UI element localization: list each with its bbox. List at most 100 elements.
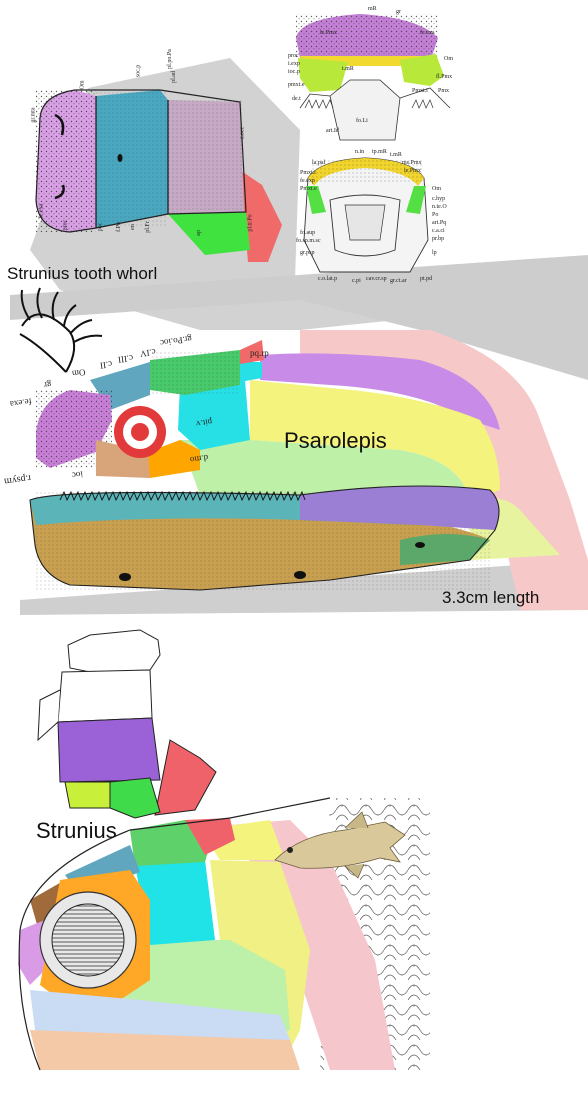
label-pl-tr-po: pl.tr.Po	[247, 214, 254, 232]
palate-green-right	[400, 54, 444, 86]
label-tp-mr: tp.mR	[372, 149, 387, 155]
label-om-top: Om	[79, 80, 86, 90]
label-fe-exp: fe.exp	[300, 178, 315, 184]
skull-roof-snout-dots	[36, 90, 96, 232]
label-gr-palate: gr	[396, 9, 401, 15]
strunius-roof-red	[154, 739, 217, 816]
palate-premaxilla-dots	[296, 14, 438, 58]
strunius-cyan-block	[135, 860, 215, 945]
psarolepis-yellow-band	[250, 380, 500, 500]
label-fo-sp-m-sc: fo.sp.m.sc	[296, 238, 321, 244]
psarolepis-diagram	[29, 330, 588, 610]
psarolepis-skull-roof-dots	[150, 350, 240, 395]
label-le-pmx-brain: le.Pmx	[404, 168, 421, 174]
psarolepis-red-piece	[240, 340, 264, 364]
label-cav-cr-sp: cav.cr.sp	[366, 276, 387, 282]
palate-diagram	[296, 14, 451, 141]
label-c-hyp: c.hyp	[432, 196, 446, 202]
strunius-head-diagram	[18, 797, 430, 1071]
label-pmxt-e-brain: Pmxt.e	[300, 186, 317, 192]
strunius-orbit	[51, 903, 125, 977]
psarolepis-teeth	[59, 490, 306, 502]
palate-green-left	[298, 58, 348, 92]
psarolepis-jaw-purple	[300, 486, 499, 530]
label-pmx: Pmx	[438, 88, 450, 94]
label-po-brain: Po	[432, 212, 439, 218]
label-soc-p: soc.p	[135, 64, 142, 78]
label-ioc-p: ioc.p	[288, 69, 300, 75]
label-pt-pd: pt.pd	[420, 276, 433, 282]
label-n-in: n.in	[355, 149, 365, 155]
strunius-roof-green	[109, 777, 161, 819]
psarolepis-cyan-block	[178, 380, 250, 450]
gray-background-band	[10, 255, 588, 380]
label-gr-psarolepis: gr	[43, 379, 53, 391]
braincase-green-right	[406, 186, 426, 214]
skull-roof-parietal-dots	[96, 92, 168, 226]
label-de-t: de.t	[292, 96, 301, 102]
label-gr-ct-ar: gr.ct.ar	[390, 278, 407, 284]
label-pmxt-e: pmxt.e	[288, 82, 305, 88]
strunius-roof-purple	[57, 717, 161, 783]
label-ms-pmx: ms.Pmx	[402, 160, 422, 166]
psarolepis-orange-suborbital	[148, 440, 200, 478]
label-om-brain: Om	[432, 186, 441, 192]
label-en: en	[129, 224, 136, 230]
label-fl-pmx: fl.Pmx	[436, 74, 453, 80]
label-pr-bp: pr.bp	[432, 236, 445, 242]
label-pmxt-i-palate: Pmxt.i	[412, 88, 428, 94]
label-fo-li: fo.Li	[356, 118, 368, 124]
length-label: 3.3cm length	[442, 588, 540, 607]
label-c-occ: c.occ	[239, 126, 246, 140]
psarolepis-jaw-green	[400, 534, 490, 565]
label-gr-psp: gr.psp	[300, 250, 315, 256]
label-la-pal: la.pal	[312, 160, 326, 166]
tooth-whorl-label: Strunius tooth whorl	[7, 264, 158, 283]
label-art-id: art.Id	[326, 128, 339, 134]
label-mr: mR	[368, 6, 377, 12]
label-ap: ap	[195, 230, 202, 236]
label-t-mr-brain: t.mR	[390, 152, 402, 158]
label-c-a-ci: c.a.ci	[432, 228, 445, 234]
skull-roof-postorbital-red	[240, 170, 282, 262]
label-proc-top: proc	[62, 219, 69, 231]
label-c-o-lat-p: c.o.lat.p	[318, 276, 338, 282]
label-i-exp: i.exp	[288, 61, 300, 67]
tooth-whorl-drawing	[19, 287, 103, 373]
label-le-pmx: le.Pmx	[320, 30, 337, 36]
label-om-palate: Om	[444, 56, 453, 62]
label-c-iii: c.III	[117, 352, 134, 366]
strunius-skull-roof-diagram	[37, 629, 217, 819]
label-pq-rp: pq.rp	[250, 348, 269, 358]
label-fo-aup: fo.aup	[300, 230, 316, 236]
psarolepis-label: Psarolepis	[284, 428, 387, 453]
label-n-te-o: n.te.O	[432, 204, 447, 210]
psarolepis-purple-band	[260, 353, 500, 430]
braincase-green-left	[306, 186, 326, 214]
braincase-rim-dots	[310, 158, 422, 184]
label-poc: poc	[97, 222, 104, 232]
skull-roof-postparietal-dots	[168, 100, 244, 214]
skull-roof-pineal-opening	[117, 154, 123, 162]
label-pl-ad: pl.ad	[170, 71, 177, 83]
label-om-psarolepis: Om	[71, 367, 87, 379]
label-art-pq: art.Pq	[432, 220, 447, 226]
strunius-blue-maxilla	[30, 990, 290, 1045]
label-fe-exa-palate: fe.exa	[420, 30, 435, 36]
label-t-mr: t.mR	[342, 66, 354, 72]
label-proc-palate: proc	[288, 53, 299, 59]
skull-roof-diagram	[35, 89, 282, 262]
strunius-label: Strunius	[36, 818, 117, 843]
label-pl-fr: pl.Fr	[144, 221, 151, 233]
label-lp-right: lp	[432, 250, 437, 256]
label-ioc: ioc	[71, 469, 84, 481]
label-pl-po-pa: pl.po.Pa	[166, 49, 173, 69]
strunius-red-roof	[185, 818, 235, 855]
label-f-po: f.Po	[115, 222, 122, 232]
strunius-fish-illustration	[274, 811, 406, 879]
psarolepis-cyan-small	[240, 362, 262, 382]
skull-roof-green	[168, 212, 250, 255]
label-c-ii: c.II	[99, 359, 113, 371]
